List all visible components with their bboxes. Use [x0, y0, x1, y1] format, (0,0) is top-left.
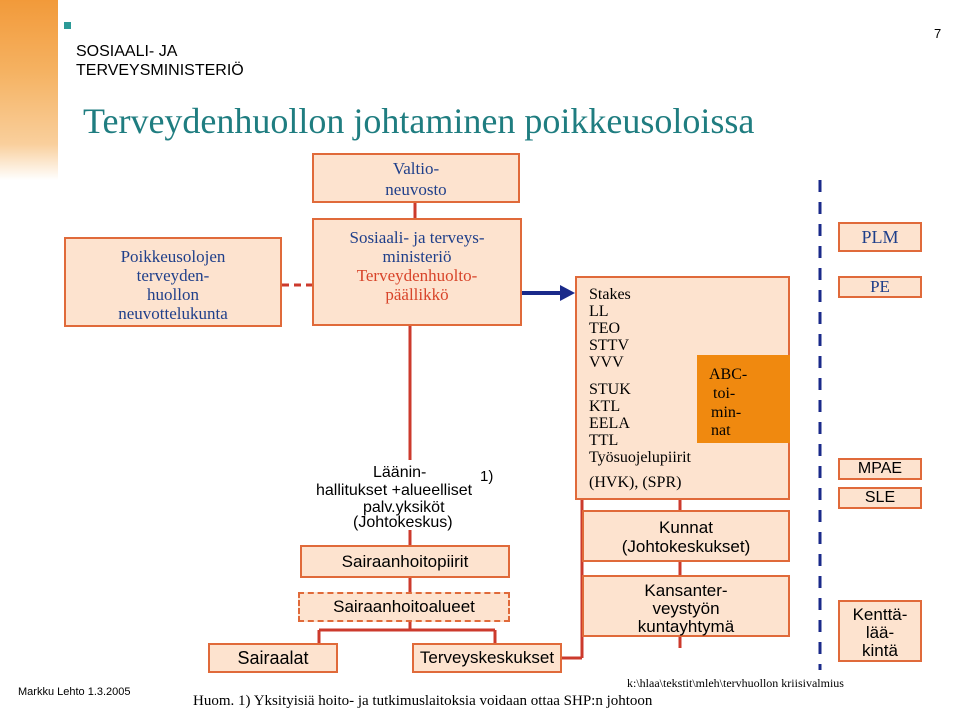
file-path: k:\hlaa\tekstit\mleh\tervhuollon kriisiv… [627, 676, 844, 690]
agency-item: Stakes [589, 286, 631, 303]
agency-item: VVV [589, 354, 624, 371]
laanin-line-1: Läänin- [373, 464, 427, 481]
kansanterveystyon-line-2: veystyön [652, 599, 720, 618]
sairaanhoitopiirit-box: Sairaanhoitopiirit [300, 545, 510, 578]
page-number: 7 [934, 26, 942, 41]
stm-box: Sosiaali- ja terveys- ministeriö Terveyd… [312, 218, 522, 326]
neuvottelukunta-line-1: Poikkeusolojen [120, 247, 226, 266]
kenttalaakinta-box: Kenttä- lää- kintä [838, 600, 922, 662]
abc-line-2: toi- [713, 385, 736, 402]
abc-line-4: nat [711, 422, 731, 439]
neuvottelukunta-line-4: neuvottelukunta [118, 304, 228, 323]
kunnat-line-2: (Johtokeskukset) [621, 537, 751, 556]
agency-item: STUK [589, 381, 631, 398]
kunnat-box: Kunnat (Johtokeskukset) [582, 510, 790, 562]
abc-line-3: min- [711, 404, 742, 421]
agency-item: LL [589, 303, 609, 320]
agency-item: EELA [589, 415, 630, 432]
agency-item: KTL [589, 398, 621, 415]
page-title: Terveydenhuollon johtaminen poikkeusoloi… [83, 101, 755, 141]
agency-item: (HVK), (SPR) [589, 474, 682, 491]
agency-spacer [589, 466, 788, 474]
laanin-line-2: hallitukset +alueelliset [316, 482, 473, 499]
decorative-side-strip [0, 0, 58, 180]
laanin-line-4: (Johtokeskus) [353, 514, 453, 531]
mpae-box: MPAE [838, 458, 922, 480]
pe-box: PE [838, 276, 922, 298]
kansanterveystyon-box: Kansanter- veystyön kuntayhtymä [582, 575, 790, 637]
ministry-name: SOSIAALI- JA TERVEYSMINISTERIÖ [76, 42, 244, 80]
laanin-line-3: palv.yksiköt [363, 499, 445, 516]
neuvottelukunta-line-3: huollon [147, 285, 199, 304]
abc-box: ABC- toi- min- nat [697, 355, 790, 443]
valtioneuvosto-line-1: Valtio- [392, 159, 440, 178]
kenttalaakinta-line-2: lää- [865, 623, 895, 642]
stm-line-2: ministeriö [382, 247, 452, 266]
kenttalaakinta-line-1: Kenttä- [852, 605, 908, 624]
ministry-line-2: TERVEYSMINISTERIÖ [76, 62, 244, 79]
sle-box: SLE [838, 487, 922, 509]
kenttalaakinta-line-3: kintä [862, 641, 898, 660]
agency-item: TEO [589, 320, 621, 337]
agency-item: TTL [589, 432, 619, 449]
valtioneuvosto-line-2: neuvosto [385, 180, 447, 199]
plm-box: PLM [838, 222, 922, 252]
kansanterveystyon-line-1: Kansanter- [644, 581, 728, 600]
footnote-marker: 1) [480, 468, 494, 485]
ministry-line-1: SOSIAALI- JA [76, 43, 178, 60]
terveyskeskukset-box: Terveyskeskukset [412, 643, 562, 673]
valtioneuvosto-box: Valtio- neuvosto [312, 153, 520, 203]
kunnat-line-1: Kunnat [659, 518, 713, 537]
stm-line-1: Sosiaali- ja terveys- [349, 228, 485, 247]
agency-item: Työsuojelupiirit [589, 449, 691, 466]
stm-line-4: päällikkö [385, 285, 449, 304]
laaninhallitukset-box: Läänin- 1) hallitukset +alueelliset palv… [298, 460, 508, 531]
kansanterveystyon-line-3: kuntayhtymä [637, 617, 735, 636]
footnote-text: Huom. 1) Yksityisiä hoito- ja tutkimusla… [193, 693, 653, 709]
neuvottelukunta-box: Poikkeusolojen terveyden- huollon neuvot… [64, 237, 282, 327]
sairaalat-box: Sairaalat [208, 643, 338, 673]
neuvottelukunta-line-2: terveyden- [136, 266, 210, 285]
abc-line-1: ABC- [709, 366, 748, 383]
author-date: Markku Lehto 1.3.2005 [18, 686, 131, 698]
agency-item: STTV [589, 337, 629, 354]
decorative-bullet-icon [64, 22, 71, 29]
stm-line-3: Terveydenhuolto- [356, 266, 478, 285]
sairaanhoitoalueet-box: Sairaanhoitoalueet [298, 592, 510, 622]
